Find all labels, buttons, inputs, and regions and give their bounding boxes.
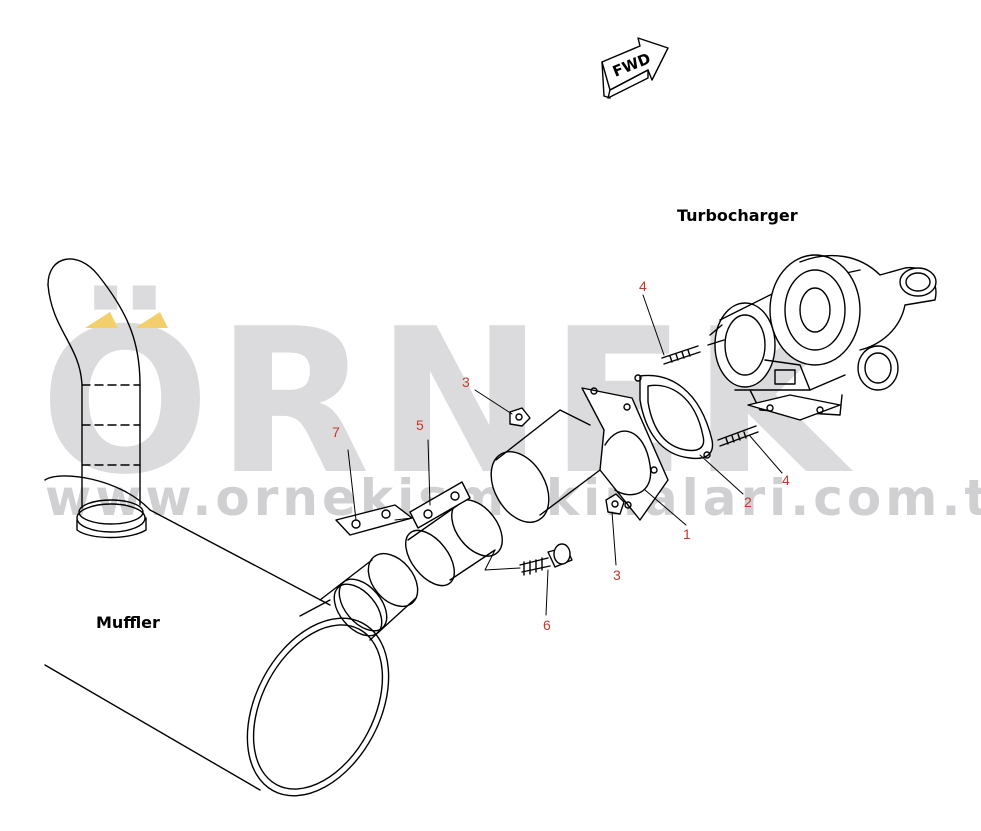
callout-3-upper: 3 bbox=[462, 374, 470, 390]
part-4-stud-lower bbox=[717, 425, 759, 447]
callout-2: 2 bbox=[744, 494, 752, 510]
callout-6: 6 bbox=[543, 617, 551, 633]
muffler-body bbox=[44, 475, 390, 797]
turbocharger bbox=[707, 254, 937, 421]
muffler-outlet-pipe bbox=[319, 552, 419, 641]
muffler-label: Muffler bbox=[96, 613, 160, 632]
leader-lines bbox=[347, 294, 783, 616]
callout-4-upper: 4 bbox=[639, 278, 647, 294]
muffler-inlet-pipe bbox=[47, 258, 147, 539]
watermark-brand: ÖRNEK bbox=[40, 286, 854, 519]
part-5-clamp bbox=[405, 481, 503, 587]
callout-5: 5 bbox=[416, 417, 424, 433]
callout-4-lower: 4 bbox=[782, 472, 790, 488]
part-3-nut-upper bbox=[509, 407, 531, 427]
turbocharger-label: Turbocharger bbox=[677, 206, 798, 225]
part-2-gasket bbox=[634, 374, 714, 460]
callout-7: 7 bbox=[332, 424, 340, 440]
part-1-exhaust-connector bbox=[490, 387, 669, 523]
part-6-bolt bbox=[519, 543, 573, 576]
fwd-arrow-icon bbox=[601, 37, 669, 99]
part-3-nut-lower bbox=[605, 493, 625, 515]
watermark-accent-left bbox=[85, 312, 118, 328]
part-7-bracket bbox=[335, 504, 413, 536]
part-4-stud-upper bbox=[661, 345, 701, 365]
callout-3-lower: 3 bbox=[613, 567, 621, 583]
callout-1: 1 bbox=[683, 526, 691, 542]
watermark-accent-right bbox=[135, 312, 168, 328]
